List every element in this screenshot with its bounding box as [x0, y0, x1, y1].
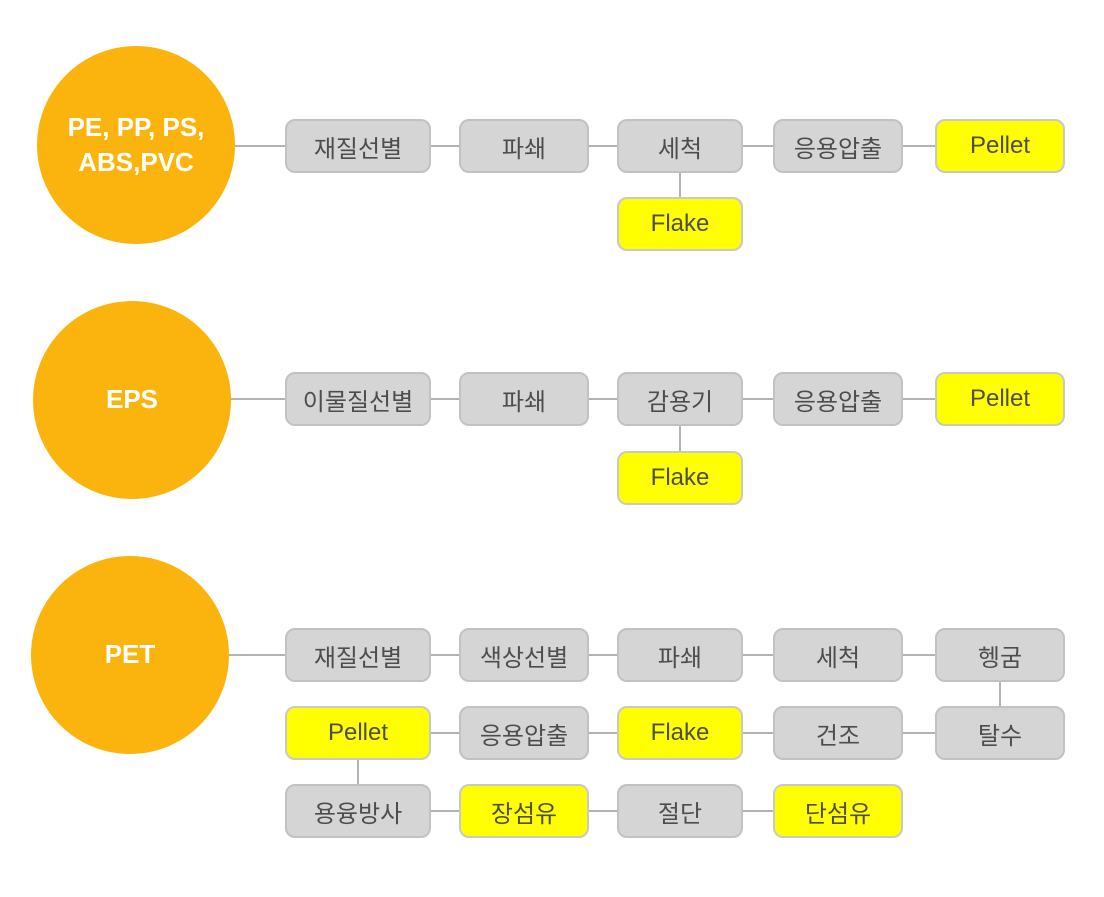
connector-h	[235, 145, 285, 147]
r3-step-washing: 세척	[773, 628, 903, 682]
r3-step-drying: 건조	[773, 706, 903, 760]
connector-h	[589, 810, 617, 812]
connector-h	[589, 398, 617, 400]
r1-step-melt-extrusion: 응용압출	[773, 119, 903, 173]
connector-h	[589, 732, 617, 734]
connector-v	[679, 426, 681, 451]
connector-v	[999, 682, 1001, 706]
r1-step-crushing: 파쇄	[459, 119, 589, 173]
connector-h	[903, 654, 935, 656]
connector-h	[431, 145, 459, 147]
r1-step-washing: 세척	[617, 119, 743, 173]
r3-step-cutting: 절단	[617, 784, 743, 838]
connector-v	[357, 760, 359, 784]
connector-h	[903, 732, 935, 734]
connector-h	[903, 398, 935, 400]
connector-v	[679, 173, 681, 197]
source-circle-eps: EPS	[33, 301, 231, 499]
r2-step-volume-reducer: 감용기	[617, 372, 743, 426]
r1-output-pellet: Pellet	[935, 119, 1065, 173]
r3-step-dewatering: 탈수	[935, 706, 1065, 760]
r2-output-flake: Flake	[617, 451, 743, 505]
source-label: EPS	[105, 384, 159, 415]
r3-step-melt-extrusion: 응용압출	[459, 706, 589, 760]
connector-h	[431, 810, 459, 812]
source-label-line1: PE, PP, PS,	[67, 111, 205, 142]
connector-h	[743, 145, 773, 147]
connector-h	[743, 810, 773, 812]
connector-h	[431, 654, 459, 656]
connector-h	[231, 398, 285, 400]
connector-h	[229, 654, 285, 656]
r3-output-long-fiber: 장섬유	[459, 784, 589, 838]
r3-step-material-sorting: 재질선별	[285, 628, 431, 682]
source-label-line2: ABS,PVC	[78, 147, 194, 177]
source-circle-pe-pp-ps-abs-pvc: PE, PP, PS, ABS,PVC	[37, 46, 235, 244]
r3-output-short-fiber: 단섬유	[773, 784, 903, 838]
r3-step-melt-spinning: 용융방사	[285, 784, 431, 838]
r2-step-crushing: 파쇄	[459, 372, 589, 426]
connector-h	[743, 654, 773, 656]
r2-step-melt-extrusion: 응용압출	[773, 372, 903, 426]
r3-output-pellet: Pellet	[285, 706, 431, 760]
connector-h	[903, 145, 935, 147]
r2-output-pellet: Pellet	[935, 372, 1065, 426]
connector-h	[589, 145, 617, 147]
r1-output-flake: Flake	[617, 197, 743, 251]
r3-step-rinsing: 헹굼	[935, 628, 1065, 682]
r3-step-color-sorting: 색상선별	[459, 628, 589, 682]
source-label: PET	[104, 639, 156, 670]
connector-h	[431, 398, 459, 400]
r3-step-crushing: 파쇄	[617, 628, 743, 682]
connector-h	[743, 732, 773, 734]
connector-h	[589, 654, 617, 656]
connector-h	[431, 732, 459, 734]
connector-h	[743, 398, 773, 400]
r1-step-material-sorting: 재질선별	[285, 119, 431, 173]
source-circle-pet: PET	[31, 556, 229, 754]
r2-step-foreign-matter-sorting: 이물질선별	[285, 372, 431, 426]
r3-output-flake: Flake	[617, 706, 743, 760]
